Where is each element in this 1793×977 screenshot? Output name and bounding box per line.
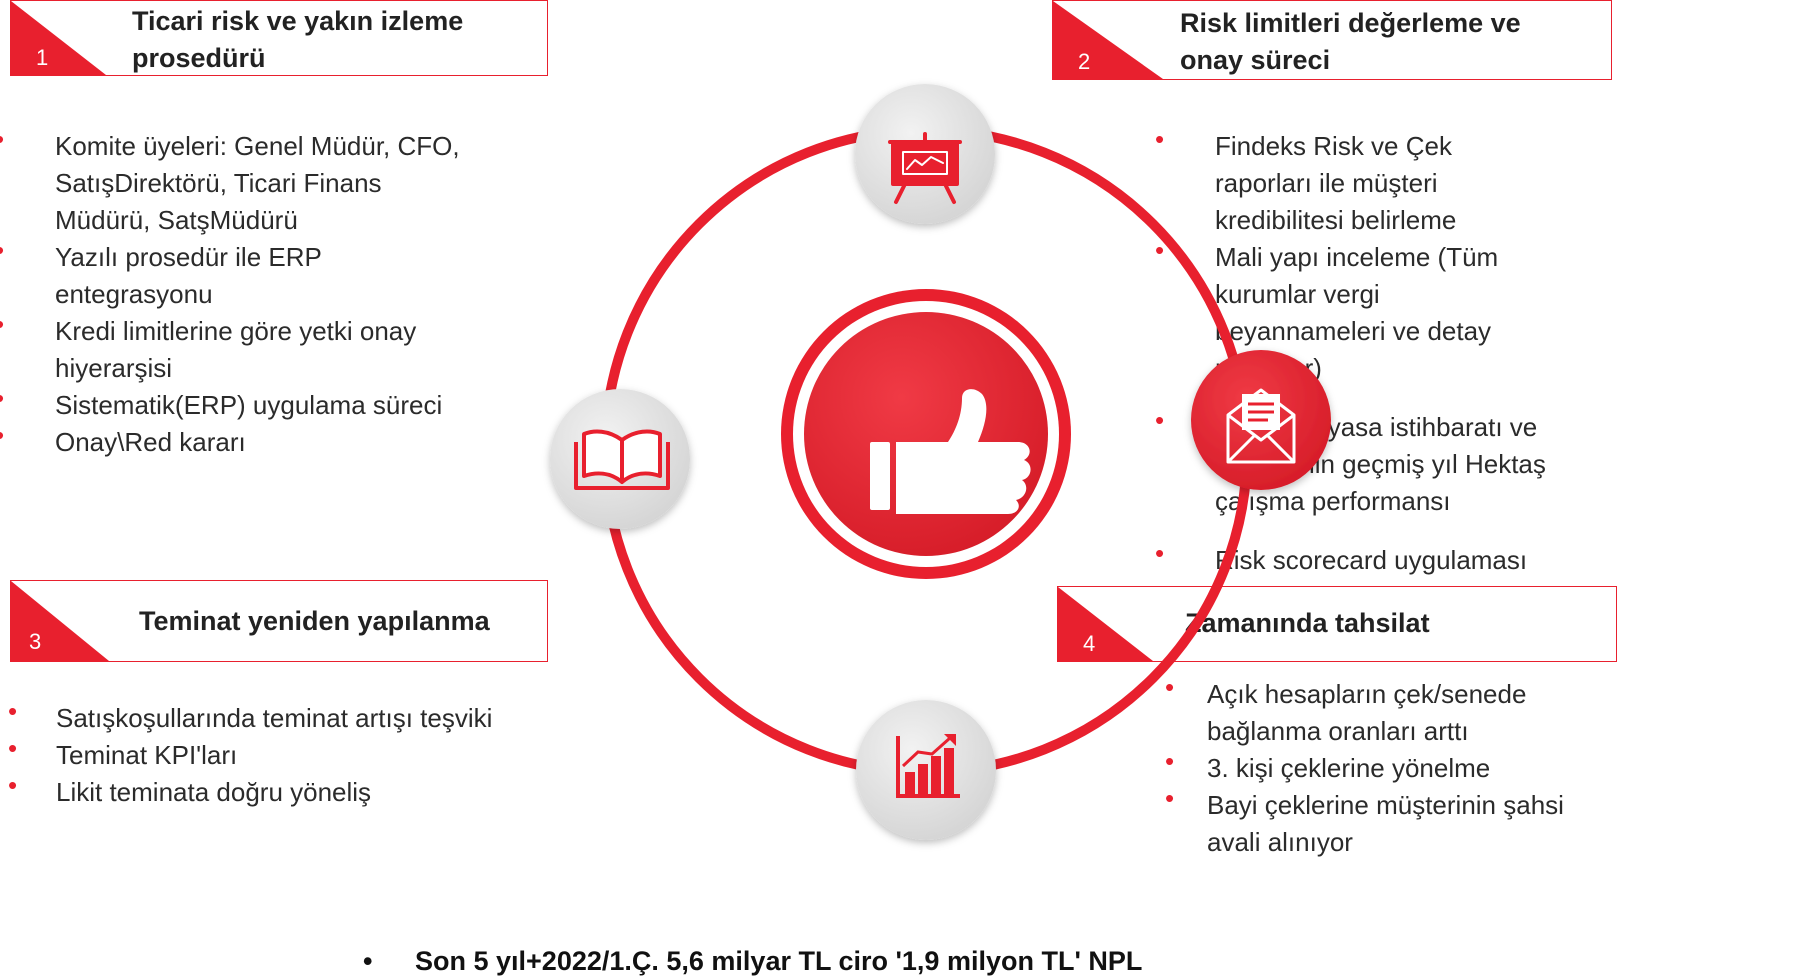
section-1-title: Ticari risk ve yakın izleme prosedürü xyxy=(132,6,464,73)
bullet-icon: • xyxy=(1155,235,1165,265)
footer-bullet-icon: • xyxy=(363,946,373,976)
list-item: •Findeks Risk ve Çek raporları ile müşte… xyxy=(1155,124,1457,235)
list-item: •Mali yapı inceleme (Tüm kurumlar vergi … xyxy=(1155,235,1499,383)
bullet-icon: • xyxy=(1155,405,1165,435)
growth-chart-icon xyxy=(896,734,960,798)
section-3-number: 3 xyxy=(29,629,42,654)
section-3-number-triangle xyxy=(11,581,109,661)
list-item: •Yazılı prosedür ile ERP entegrasyonu xyxy=(0,237,465,313)
bullet-icon: • xyxy=(8,733,18,763)
bullet-icon: • xyxy=(1155,124,1165,154)
list-item: •Komite üyeleri: Genel Müdür, CFO, Satış… xyxy=(0,126,465,239)
footer-text: Son 5 yıl+2022/1.Ç. 5,6 milyar TL ciro '… xyxy=(415,946,1143,976)
bullet-icon: • xyxy=(1165,746,1175,776)
list-item: •Bayi çeklerine müşterinin şahsi avali a… xyxy=(1165,783,1564,857)
list-item: •Açık hesapların çek/senede bağlanma ora… xyxy=(1165,672,1527,746)
bullet-icon: • xyxy=(0,237,4,263)
center-white-ring xyxy=(793,301,1059,567)
bullet-icon: • xyxy=(0,311,4,337)
left-node xyxy=(550,389,690,529)
section-3-title: Teminat yeniden yapılanma xyxy=(139,606,490,636)
bullet-icon: • xyxy=(0,422,4,448)
center-inner-disc xyxy=(804,312,1048,556)
bullet-icon: • xyxy=(0,385,4,411)
list-item: •Müşteri piyasa istihbaratı ve müşterini… xyxy=(1155,405,1546,516)
section-2-header: 2 Risk limitleri değerleme ve onay sürec… xyxy=(1052,0,1612,80)
section-4-list: •Açık hesapların çek/senede bağlanma ora… xyxy=(1165,672,1585,861)
list-item: •Kredi limitlerine göre yetki onay hiyer… xyxy=(0,311,465,387)
bullet-icon: • xyxy=(1155,538,1165,568)
section-2-number: 2 xyxy=(1078,49,1091,74)
bullet-icon: • xyxy=(1165,672,1175,702)
thumbs-up-icon xyxy=(870,389,1031,514)
bullet-icon: • xyxy=(0,126,4,152)
section-2-title: Risk limitleri değerleme ve onay süreci xyxy=(1180,8,1521,75)
section-1-list: •Komite üyeleri: Genel Müdür, CFO, Satış… xyxy=(0,126,465,461)
section-1-number-triangle xyxy=(11,1,106,75)
footer-note: • Son 5 yıl+2022/1.Ç. 5,6 milyar TL ciro… xyxy=(363,946,1143,977)
center-outer-disc xyxy=(781,289,1071,579)
section-4-title: Zamanında tahsilat xyxy=(1185,608,1430,638)
list-item: •Sistematik(ERP) uygulama süreci xyxy=(0,385,465,424)
open-book-icon xyxy=(574,429,670,490)
bullet-icon: • xyxy=(8,770,18,800)
section-3-header: 3 Teminat yeniden yapılanma xyxy=(10,580,548,662)
outer-ring xyxy=(600,125,1252,777)
top-node xyxy=(855,84,995,224)
presentation-board-icon xyxy=(888,132,962,204)
list-item: •Risk scorecard uygulaması xyxy=(1155,538,1528,575)
section-3-list: •Satışkoşullarında teminat artışı teşvik… xyxy=(8,696,528,811)
list-item: •Satışkoşullarında teminat artışı teşvik… xyxy=(8,696,493,733)
section-2-number-triangle xyxy=(1053,1,1163,79)
list-item: •Teminat KPI'ları xyxy=(8,733,238,770)
bottom-node xyxy=(856,700,996,840)
bullet-icon: • xyxy=(1165,783,1175,813)
bullet-icon: • xyxy=(8,696,18,726)
list-item: •Onay\Red kararı xyxy=(0,422,465,461)
section-2-list: •Findeks Risk ve Çek raporları ile müşte… xyxy=(1155,124,1550,579)
section-1-number: 1 xyxy=(36,45,49,70)
section-4-number-triangle xyxy=(1058,587,1153,661)
section-4-header: 4 Zamanında tahsilat xyxy=(1057,586,1617,662)
list-item: •3. kişi çeklerine yönelme xyxy=(1165,746,1491,783)
section-1-header: 1 Ticari risk ve yakın izleme prosedürü xyxy=(10,0,548,76)
list-item: •Likit teminata doğru yöneliş xyxy=(8,770,372,807)
section-4-number: 4 xyxy=(1083,631,1096,656)
